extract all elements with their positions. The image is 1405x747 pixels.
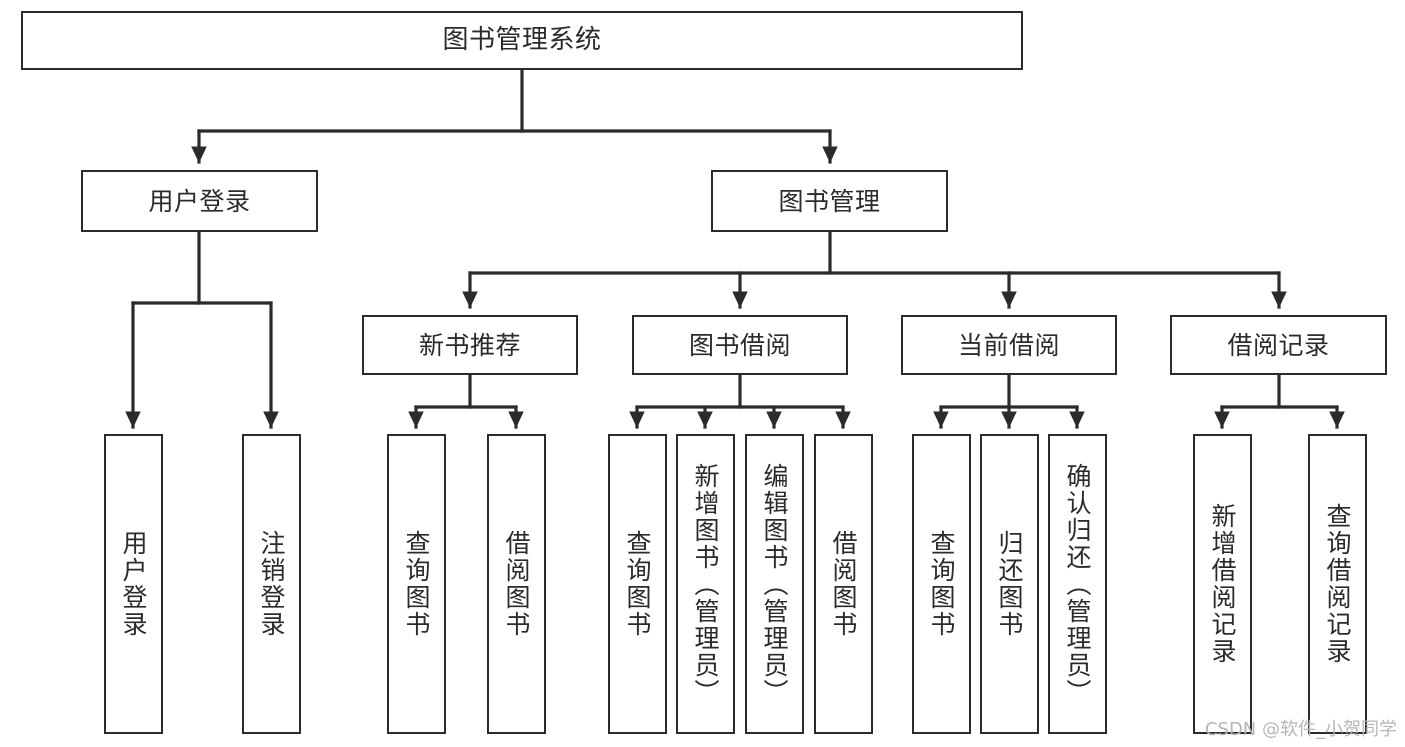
leaf-confirm-return-admin[interactable]: 确认归还（管理员）: [1048, 434, 1107, 734]
node-book-management[interactable]: 图书管理: [711, 170, 948, 232]
node-label: 当前借阅: [957, 330, 1060, 360]
node-label: 图书借阅: [688, 330, 791, 360]
node-user-login[interactable]: 用户登录: [81, 170, 318, 232]
node-label: 查询图书: [402, 530, 431, 638]
leaf-return-book[interactable]: 归还图书: [980, 434, 1039, 734]
node-label: 借阅记录: [1227, 330, 1330, 360]
node-borrow-record[interactable]: 借阅记录: [1170, 315, 1387, 375]
watermark-text: CSDN @软件_小贺同学: [1204, 719, 1397, 740]
leaf-borrow-query-book[interactable]: 查询图书: [608, 434, 667, 734]
node-book-borrow[interactable]: 图书借阅: [632, 315, 848, 375]
leaf-borrow-book[interactable]: 借阅图书: [814, 434, 873, 734]
node-label: 注销登录: [257, 530, 286, 638]
node-label: 编辑图书（管理员）: [760, 462, 789, 706]
leaf-add-borrow-record[interactable]: 新增借阅记录: [1193, 434, 1252, 734]
node-label: 新增借阅记录: [1208, 503, 1237, 665]
node-label: 图书管理: [778, 186, 881, 216]
node-new-book-recommend[interactable]: 新书推荐: [362, 315, 578, 375]
node-label: 查询图书: [927, 530, 956, 638]
node-label: 确认归还（管理员）: [1063, 462, 1092, 706]
node-label: 用户登录: [119, 530, 148, 638]
node-root-system[interactable]: 图书管理系统: [21, 11, 1023, 70]
node-label: 归还图书: [995, 530, 1024, 638]
node-label: 图书管理系统: [442, 25, 602, 56]
node-label: 查询图书: [623, 530, 652, 638]
node-label: 借阅图书: [502, 530, 531, 638]
leaf-logout[interactable]: 注销登录: [242, 434, 301, 734]
node-label: 用户登录: [148, 186, 251, 216]
node-label: 新书推荐: [418, 330, 521, 360]
leaf-user-login[interactable]: 用户登录: [104, 434, 163, 734]
leaf-query-borrow-record[interactable]: 查询借阅记录: [1308, 434, 1367, 734]
node-label: 借阅图书: [829, 530, 858, 638]
leaf-new-book-query[interactable]: 查询图书: [387, 434, 446, 734]
leaf-add-book-admin[interactable]: 新增图书（管理员）: [676, 434, 735, 734]
node-label: 查询借阅记录: [1323, 503, 1352, 665]
node-current-borrow[interactable]: 当前借阅: [901, 315, 1117, 375]
leaf-new-book-borrow[interactable]: 借阅图书: [487, 434, 546, 734]
leaf-edit-book-admin[interactable]: 编辑图书（管理员）: [745, 434, 804, 734]
leaf-current-query-book[interactable]: 查询图书: [912, 434, 971, 734]
node-label: 新增图书（管理员）: [691, 462, 720, 706]
